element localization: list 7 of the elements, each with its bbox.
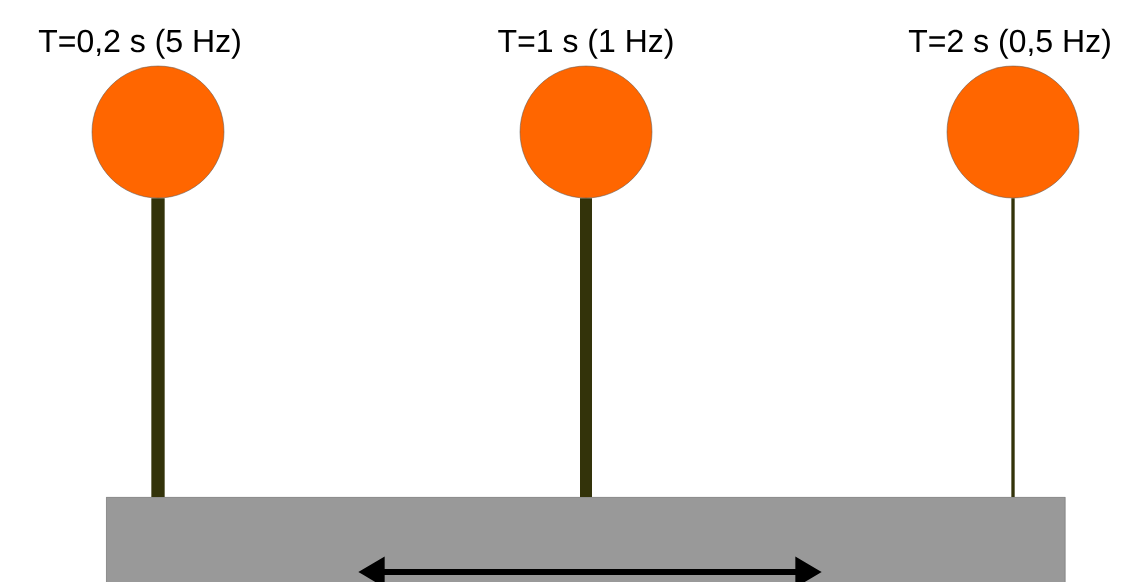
rod	[580, 198, 592, 497]
ball-label: T=1 s (1 Hz)	[498, 28, 673, 59]
rod	[151, 198, 165, 497]
ball-label: T=2 s (0,5 Hz)	[908, 28, 1110, 59]
base-block	[106, 497, 1066, 582]
rod	[1011, 198, 1015, 497]
ball-label: T=0,2 s (5 Hz)	[38, 28, 240, 59]
